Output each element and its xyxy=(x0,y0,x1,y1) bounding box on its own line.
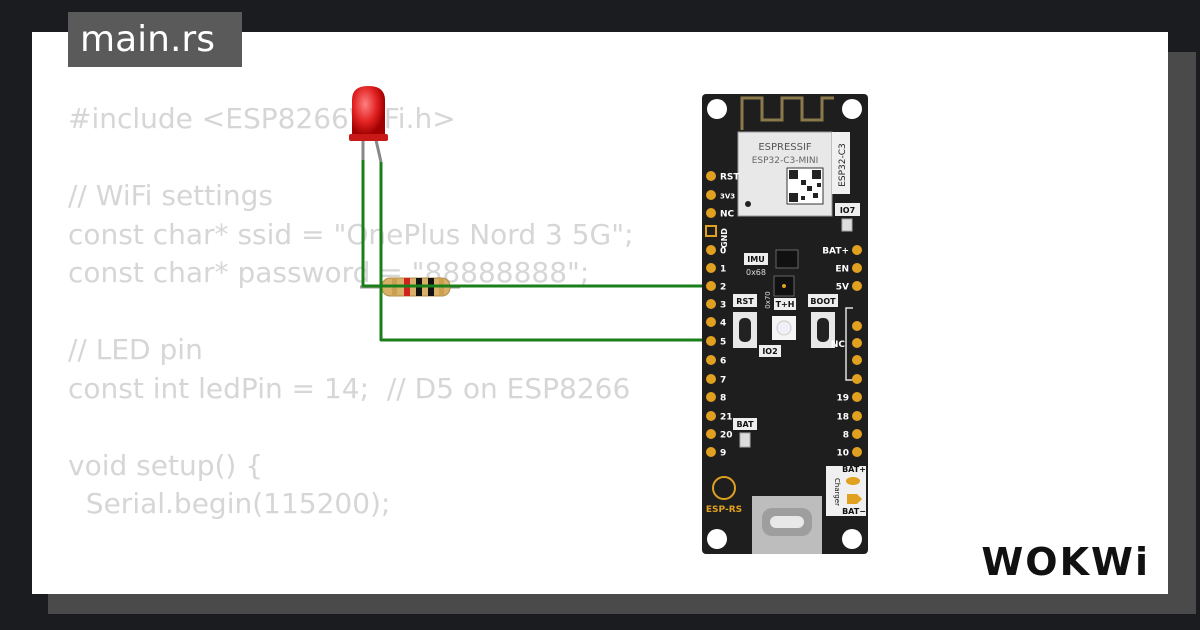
right-pin-header: BAT+ EN 5V 19 18 8 10 xyxy=(822,245,862,459)
right-pin-label: BAT+ xyxy=(822,247,849,257)
svg-text:ESPRESSIF: ESPRESSIF xyxy=(758,142,812,153)
svg-text:RST: RST xyxy=(736,297,754,306)
right-pin-label: 5V xyxy=(836,283,849,293)
svg-text:NC: NC xyxy=(831,340,846,350)
right-pin-nc[interactable] xyxy=(852,374,862,384)
file-tab[interactable]: main.rs xyxy=(68,12,242,67)
right-pin-label: EN xyxy=(835,265,849,275)
left-pin[interactable] xyxy=(706,245,716,255)
left-pin[interactable] xyxy=(706,190,716,200)
svg-text:Charger: Charger xyxy=(833,478,841,506)
left-pin[interactable] xyxy=(706,355,716,365)
wire-gpio2 xyxy=(361,160,710,288)
left-pin[interactable] xyxy=(706,336,716,346)
code-preview: #include <ESP8266WiFi.h> // WiFi setting… xyxy=(68,100,634,524)
left-pin[interactable] xyxy=(706,447,716,457)
code-line: const char* password = "88888888"; xyxy=(68,256,590,289)
right-pin-nc[interactable] xyxy=(852,355,862,365)
right-pin[interactable] xyxy=(852,281,862,291)
left-pin-label: 0 xyxy=(720,247,726,257)
left-pin-label: 4 xyxy=(720,319,726,329)
left-pin-label: 5 xyxy=(720,338,726,348)
esp-rs-logo xyxy=(712,476,736,500)
code-line: #include <ESP8266WiFi.h> xyxy=(68,102,456,135)
right-pin[interactable] xyxy=(852,429,862,439)
led-body xyxy=(352,86,385,138)
code-line: const int ledPin = 14; // D5 on ESP8266 xyxy=(68,371,631,405)
svg-text:BAT−: BAT− xyxy=(842,507,866,516)
left-pin-label: 6 xyxy=(720,357,726,367)
right-pin[interactable] xyxy=(852,245,862,255)
right-pin[interactable] xyxy=(852,447,862,457)
project-card xyxy=(32,32,1168,594)
left-pin-label: 20 xyxy=(720,431,733,441)
code-line: // LED pin xyxy=(68,333,203,366)
mount-hole xyxy=(842,99,862,119)
left-pin-label: 9 xyxy=(720,449,726,459)
left-pin[interactable] xyxy=(706,208,716,218)
svg-text:0x70: 0x70 xyxy=(764,291,772,309)
left-pin-label: 21 xyxy=(720,413,733,423)
left-pin[interactable] xyxy=(706,317,716,327)
esp32-board: ESPRESSIF ESP32-C3-MINI ESP32-C3 IO7 IMU… xyxy=(702,94,868,554)
right-pin[interactable] xyxy=(852,263,862,273)
svg-text:IO2: IO2 xyxy=(762,347,777,356)
mount-hole xyxy=(707,529,727,549)
svg-text:ESP-RS: ESP-RS xyxy=(706,505,742,515)
left-pin[interactable] xyxy=(706,299,716,309)
code-line: // WiFi settings xyxy=(68,179,274,212)
mount-hole xyxy=(842,529,862,549)
right-pin[interactable] xyxy=(852,392,862,402)
left-pin[interactable] xyxy=(706,392,716,402)
wires xyxy=(361,160,710,342)
left-pin[interactable] xyxy=(706,411,716,421)
right-pin-label: 10 xyxy=(836,449,849,459)
led-component[interactable] xyxy=(349,86,388,163)
gnd-pin[interactable] xyxy=(705,225,717,237)
svg-text:T+H: T+H xyxy=(776,300,795,309)
left-pin-label: 7 xyxy=(720,376,726,386)
mount-hole xyxy=(707,99,727,119)
left-pin-label: 1 xyxy=(720,265,726,275)
svg-text:BOOT: BOOT xyxy=(810,297,836,306)
code-line: const char* ssid = "OnePlus Nord 3 5G"; xyxy=(68,217,634,251)
wire-gpio5 xyxy=(379,162,710,342)
svg-text:BAT+: BAT+ xyxy=(842,465,866,474)
right-pin-nc[interactable] xyxy=(852,338,862,348)
left-pin-label: RST xyxy=(720,173,740,183)
right-pin-label: 8 xyxy=(843,431,849,441)
left-pin[interactable] xyxy=(706,429,716,439)
left-pin-label: 8 xyxy=(720,394,726,404)
left-pin[interactable] xyxy=(706,263,716,273)
left-pin-label: 3 xyxy=(720,301,726,311)
right-pin-label: 18 xyxy=(836,413,849,423)
code-line: void setup() { xyxy=(68,448,264,482)
left-pin[interactable] xyxy=(706,281,716,291)
right-pin-label: 19 xyxy=(836,394,849,404)
left-pin[interactable] xyxy=(706,171,716,181)
svg-text:BAT: BAT xyxy=(736,420,754,429)
code-line: Serial.begin(115200); xyxy=(68,487,391,520)
svg-text:GND: GND xyxy=(720,228,729,248)
left-pin-label: NC xyxy=(720,210,735,220)
left-pin-label: 3V3 xyxy=(720,193,735,201)
svg-text:IO7: IO7 xyxy=(840,206,855,215)
left-pin-label: 2 xyxy=(720,283,726,293)
svg-text:IMU: IMU xyxy=(747,255,764,264)
wokwi-logo: WOKWi xyxy=(981,540,1150,584)
right-pin-nc[interactable] xyxy=(852,321,862,331)
svg-text:ESP32-C3-MINI: ESP32-C3-MINI xyxy=(752,156,819,166)
left-pin[interactable] xyxy=(706,374,716,384)
right-pin[interactable] xyxy=(852,411,862,421)
svg-text:ESP32-C3: ESP32-C3 xyxy=(838,143,848,187)
svg-text:0x68: 0x68 xyxy=(746,268,766,277)
